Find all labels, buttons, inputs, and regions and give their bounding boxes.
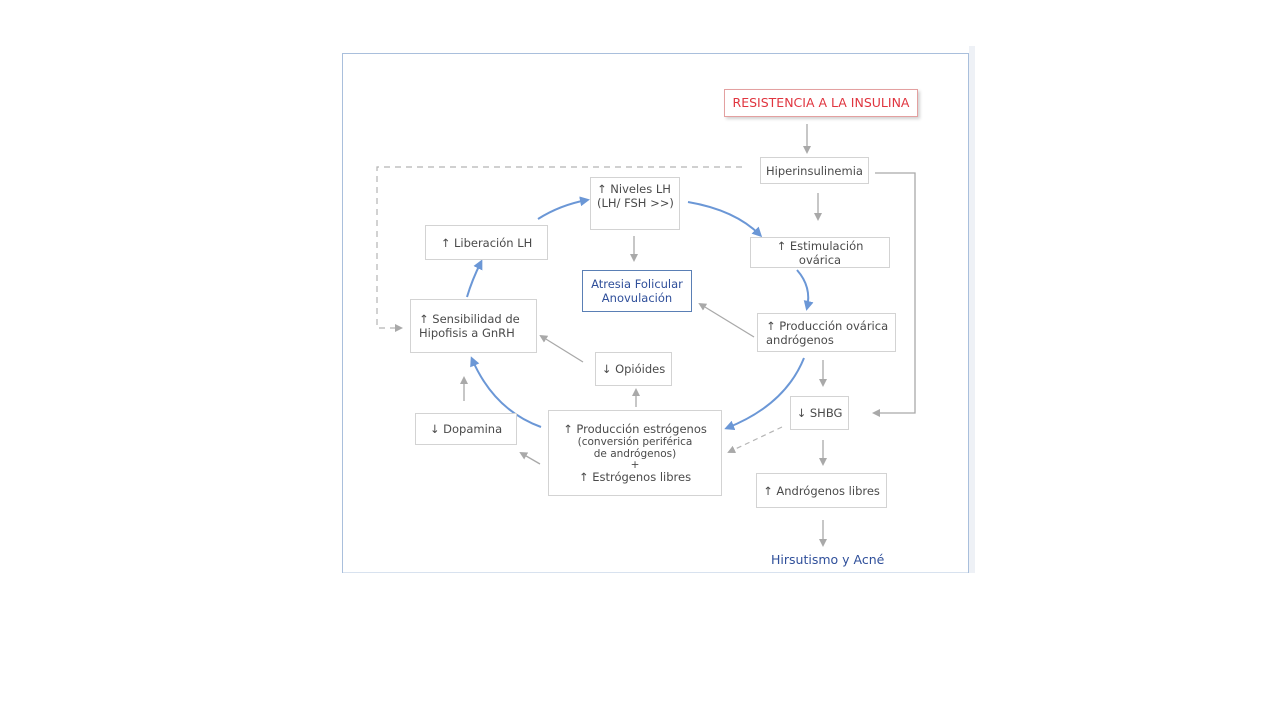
node-niveles-lh: ↑ Niveles LH (LH/ FSH >>) xyxy=(590,177,680,230)
node-produccion-estrogenos: ↑ Producción estrógenos (conversión peri… xyxy=(548,410,722,496)
estrogenos-plus: + xyxy=(630,459,640,471)
estrogenos-line-2: (conversión periférica de andrógenos) xyxy=(577,436,693,460)
node-liberacion-lh: ↑ Liberación LH xyxy=(425,225,548,260)
node-atresia-folicular: Atresia Folicular Anovulación xyxy=(582,270,692,312)
node-shbg: ↓ SHBG xyxy=(790,396,849,430)
estrogenos-line-1: ↑ Producción estrógenos xyxy=(563,422,707,436)
node-produccion-ovarica: ↑ Producción ovárica andrógenos xyxy=(757,313,896,352)
figure-shadow-strip xyxy=(969,46,975,573)
node-sensibilidad-hipofisis: ↑ Sensibilidad de Hipofisis a GnRH xyxy=(410,299,537,353)
outcome-hirsutismo-acne: Hirsutismo y Acné xyxy=(771,552,885,567)
node-opioides: ↓ Opióides xyxy=(595,352,672,386)
node-hiperinsulinemia: Hiperinsulinemia xyxy=(760,157,869,184)
node-estimulacion-ovarica: ↑ Estimulación ovárica xyxy=(750,237,890,268)
title-box: RESISTENCIA A LA INSULINA xyxy=(724,89,918,117)
node-dopamina: ↓ Dopamina xyxy=(415,413,517,445)
estrogenos-libres: ↑ Estrógenos libres xyxy=(578,470,692,484)
node-androgenos-libres: ↑ Andrógenos libres xyxy=(756,473,887,508)
